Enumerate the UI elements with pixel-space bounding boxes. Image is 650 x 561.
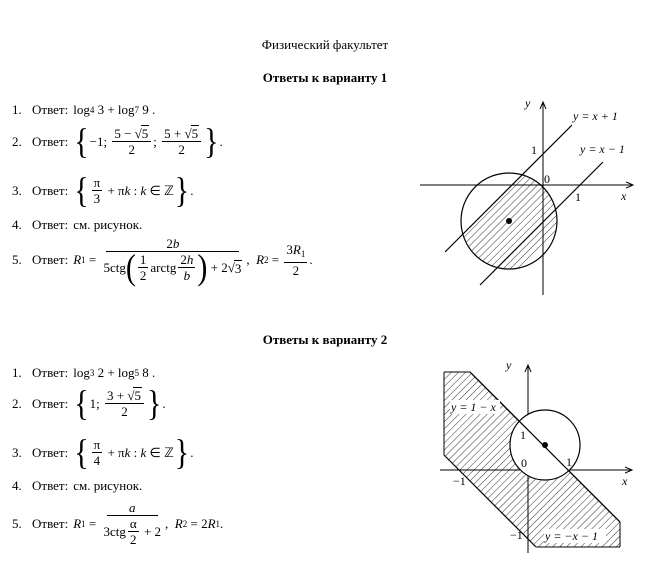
answer-number: 1. [12,102,22,117]
answer-text: см. рисунок. [73,217,143,232]
variant1-figure: y x 0 1 1 y = x + 1 y = x − 1 [420,96,640,295]
x-axis-label: x [620,189,627,203]
variant2-figure: y x 0 1 −1 1 −1 y = 1 − x y = −x − 1 [440,358,640,553]
center-dot [506,218,512,224]
y-tick-pos-label: 1 [520,428,526,442]
answer-number: 5. [12,251,22,267]
answer-number: 1. [12,365,22,380]
variant2-title: Ответы к варианту 2 [262,332,388,347]
answer-number: 5. [12,515,22,531]
x-tick-label: 1 [575,190,581,204]
line-upper-label: y = 1 − x [450,400,497,414]
line-upper-label: y = x + 1 [572,109,618,123]
x-tick-pos-label: 1 [566,455,572,469]
origin-label: 0 [521,456,527,470]
y-axis-label: y [505,358,512,372]
v1-answer-4: 4. Ответ: см. рисунок. [12,217,142,233]
answer-text: см. рисунок. [73,478,143,493]
line-upper [444,124,573,253]
answer-label: Ответ: [32,365,69,380]
y-tick-neg-label: −1 [510,528,523,542]
origin-label: 0 [544,172,550,186]
answer-number: 3. [12,182,22,198]
answer-label: Ответ: [32,102,69,117]
answer-label: Ответ: [32,251,69,267]
line-lower-label: y = x − 1 [579,142,625,156]
y-tick-label: 1 [531,143,537,157]
answer-number: 4. [12,478,22,493]
line-lower [479,161,604,286]
variant1-title: Ответы к варианту 1 [262,70,388,85]
answer-label: Ответ: [32,217,69,232]
answer-label: Ответ: [32,395,69,411]
answer-label: Ответ: [32,444,69,460]
answer-number: 2. [12,395,22,411]
line-upper-label-bg [450,400,500,414]
line-lower-label: y = −x − 1 [544,529,598,543]
line-lower-label-bg [544,529,606,543]
answer-number: 4. [12,217,22,232]
answer-label: Ответ: [32,515,69,531]
answer-label: Ответ: [32,133,69,149]
center-dot [542,442,548,448]
answer-label: Ответ: [32,182,69,198]
answer-label: Ответ: [32,478,69,493]
x-tick-neg-label: −1 [453,474,466,488]
y-axis-label: y [524,96,531,110]
answer-number: 2. [12,133,22,149]
answer-number: 3. [12,444,22,460]
circle [460,172,558,270]
x-axis-label: x [621,474,628,488]
faculty-heading: Физический факультет [261,37,389,52]
hatched-region [461,173,557,269]
v2-answer-4: 4. Ответ: см. рисунок. [12,478,142,494]
